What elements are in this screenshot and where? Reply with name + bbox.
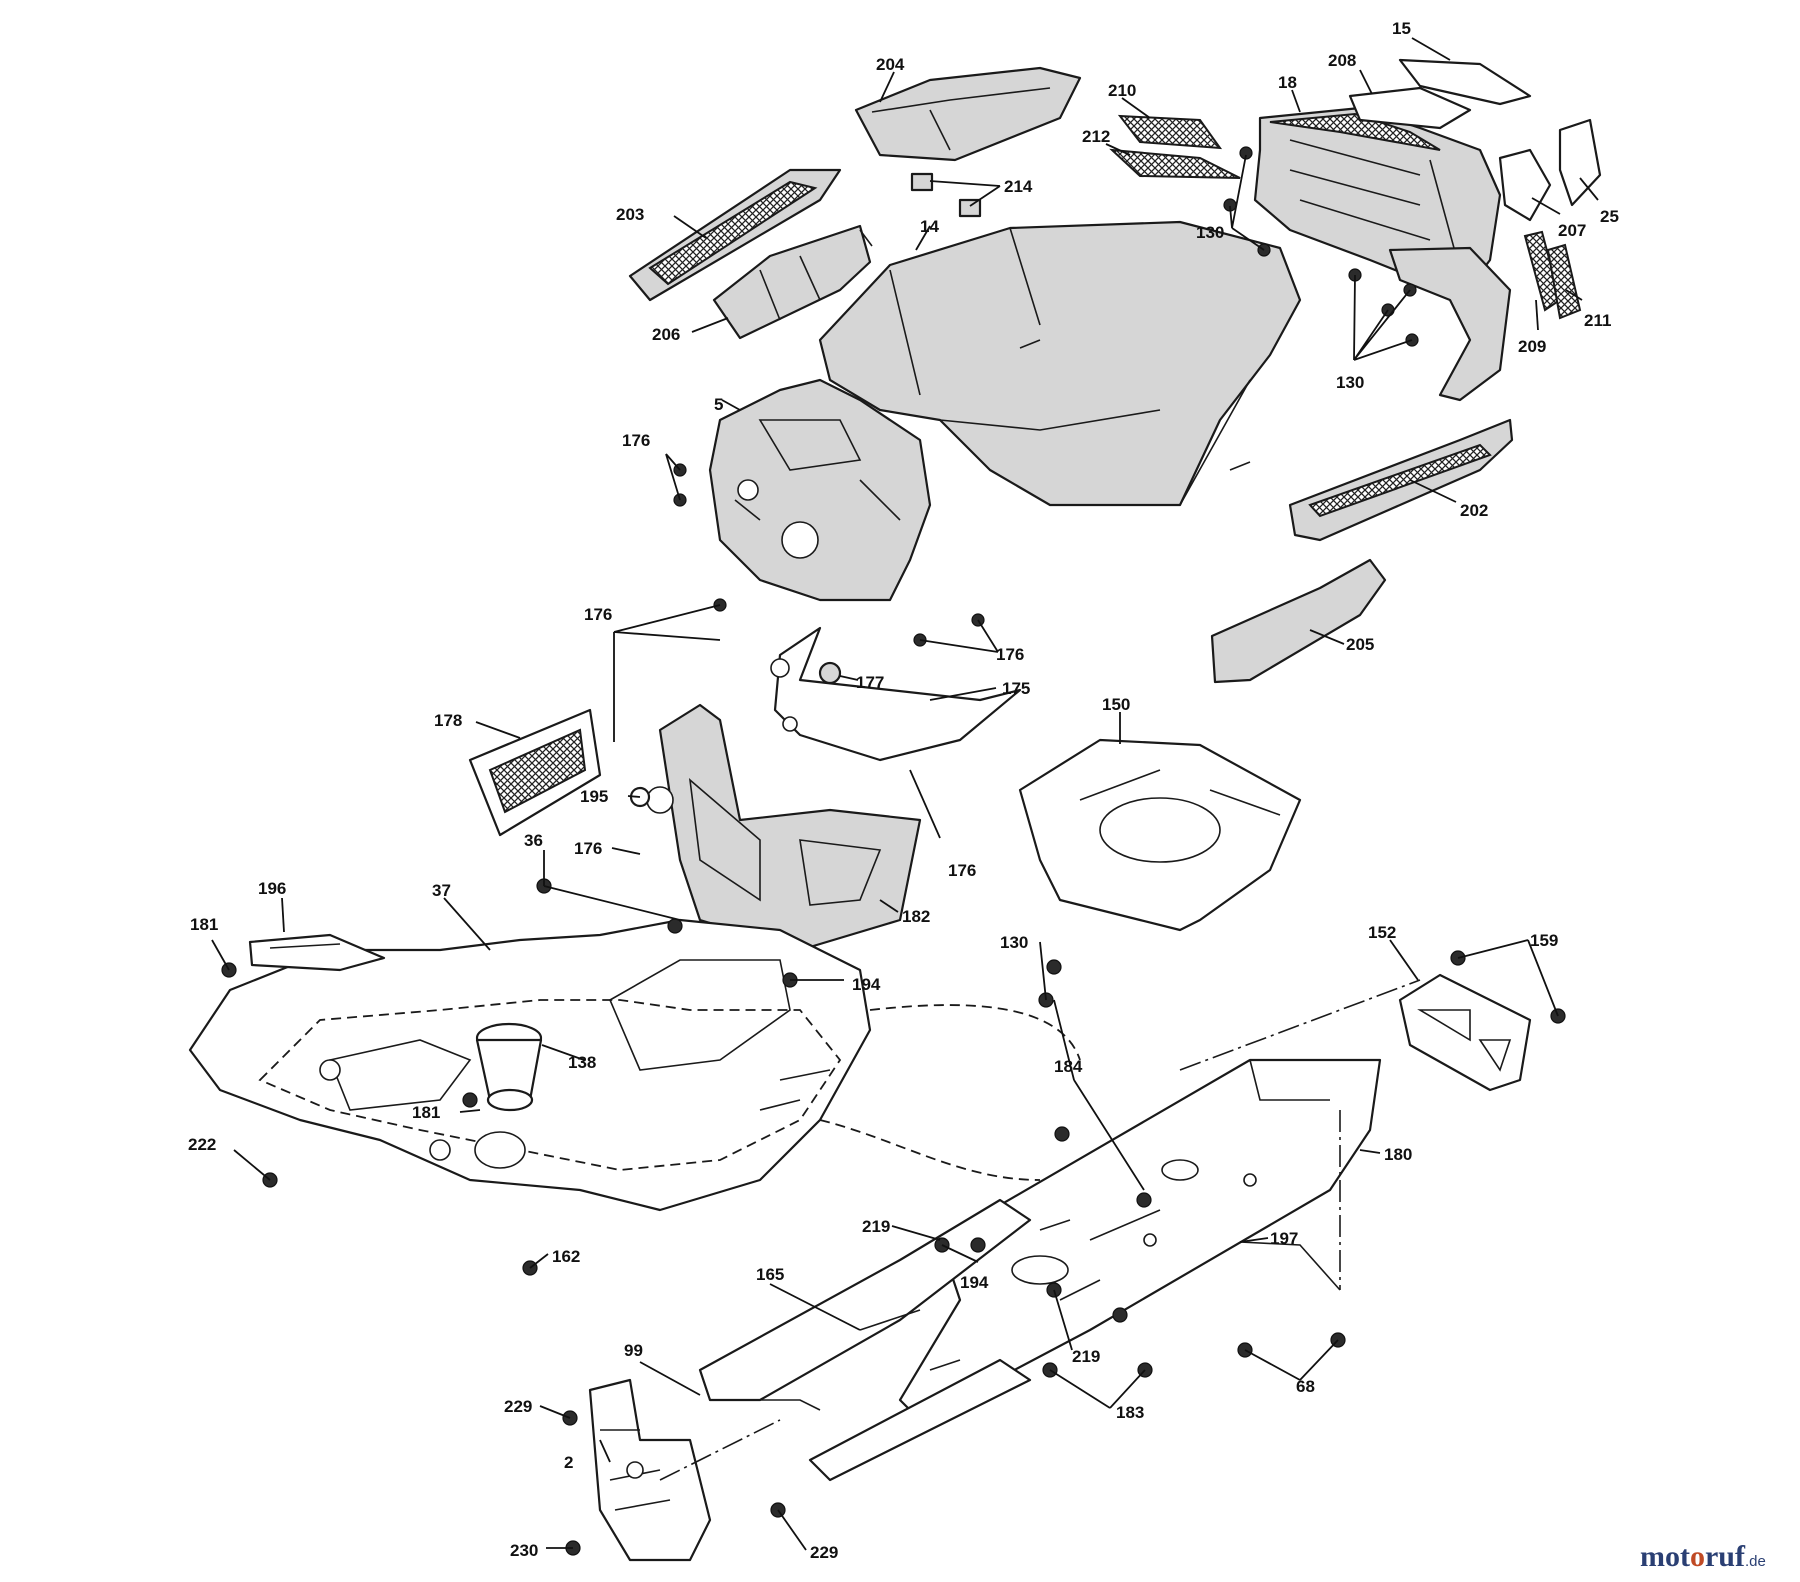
callout-204: 204 xyxy=(876,55,905,74)
watermark-name-end: ruf xyxy=(1705,1540,1746,1573)
callout-180: 180 xyxy=(1384,1145,1412,1164)
callout-176: 176 xyxy=(948,861,976,880)
watermark-name-start: mot xyxy=(1640,1540,1690,1573)
callout-184: 184 xyxy=(1054,1057,1083,1076)
rear-bracket-152 xyxy=(1398,973,1532,1092)
callout-208: 208 xyxy=(1328,51,1356,70)
callout-138: 138 xyxy=(568,1053,596,1072)
callout-194: 194 xyxy=(852,975,881,994)
callout-219: 219 xyxy=(1072,1347,1100,1366)
callout-176: 176 xyxy=(996,645,1024,664)
seat-plate-196 xyxy=(248,933,386,972)
callout-212: 212 xyxy=(1082,127,1110,146)
hood-body-14 xyxy=(818,220,1302,507)
watermark-name-o: o xyxy=(1690,1540,1705,1573)
callout-229: 229 xyxy=(810,1543,838,1562)
trim-208 xyxy=(1348,86,1472,130)
callout-162: 162 xyxy=(552,1247,580,1266)
callout-5: 5 xyxy=(714,395,723,414)
callout-203: 203 xyxy=(616,205,644,224)
callout-18: 18 xyxy=(1278,73,1297,92)
callout-222: 222 xyxy=(188,1135,216,1154)
callout-209: 209 xyxy=(1518,337,1546,356)
dash-console-5 xyxy=(708,378,932,602)
callout-leaders xyxy=(211,37,1599,1551)
callout-176: 176 xyxy=(574,839,602,858)
callout-152: 152 xyxy=(1368,923,1396,942)
dash-housing-182 xyxy=(658,703,922,952)
callout-196: 196 xyxy=(258,879,286,898)
callout-211: 211 xyxy=(1584,311,1611,330)
watermark-tld: .de xyxy=(1745,1553,1766,1570)
callout-37: 37 xyxy=(432,881,451,900)
callout-182: 182 xyxy=(902,907,930,926)
clip-177 xyxy=(818,661,842,685)
callout-230: 230 xyxy=(510,1541,538,1560)
callout-178: 178 xyxy=(434,711,462,730)
callout-159: 159 xyxy=(1530,931,1558,950)
trim-15 xyxy=(1398,58,1532,106)
callout-25: 25 xyxy=(1600,207,1619,226)
mesh-strip-210 xyxy=(1117,114,1223,150)
callout-15: 15 xyxy=(1392,19,1411,38)
callout-183: 183 xyxy=(1116,1403,1144,1422)
callout-176: 176 xyxy=(584,605,612,624)
callout-219: 219 xyxy=(862,1217,890,1236)
callout-181: 181 xyxy=(412,1103,440,1122)
callout-207: 207 xyxy=(1558,221,1586,240)
callout-214: 214 xyxy=(1004,177,1033,196)
lens-207 xyxy=(1498,148,1552,222)
callout-labels: 15 18 204 208 210 212 214 203 14 130 207… xyxy=(188,19,1619,1562)
callout-210: 210 xyxy=(1108,81,1136,100)
callout-194: 194 xyxy=(960,1273,989,1292)
svg-text:motoruf.de: motoruf.de xyxy=(1640,1540,1766,1573)
callout-195: 195 xyxy=(580,787,608,806)
callout-205: 205 xyxy=(1346,635,1374,654)
callout-202: 202 xyxy=(1460,501,1488,520)
callout-175: 175 xyxy=(1002,679,1030,698)
dash-support xyxy=(468,626,1302,952)
lens-25 xyxy=(1558,118,1602,207)
bracket-206 xyxy=(712,224,872,340)
callout-176: 176 xyxy=(622,431,650,450)
rod-99 xyxy=(720,1399,821,1411)
callout-130: 130 xyxy=(1000,933,1028,952)
callout-130: 130 xyxy=(1196,223,1224,242)
callout-177: 177 xyxy=(856,673,884,692)
callout-130: 130 xyxy=(1336,373,1364,392)
clip-214 xyxy=(910,172,934,192)
front-lower-panel xyxy=(1388,246,1512,402)
callout-165: 165 xyxy=(756,1265,784,1284)
boot-138 xyxy=(475,1022,543,1112)
callout-2: 2 xyxy=(564,1453,573,1472)
callout-206: 206 xyxy=(652,325,680,344)
callout-68: 68 xyxy=(1296,1377,1315,1396)
callout-229: 229 xyxy=(504,1397,532,1416)
hood-assembly xyxy=(628,58,1602,684)
front-bracket-2 xyxy=(588,1378,712,1562)
watermark-logo: motoruf.de xyxy=(1640,1540,1766,1573)
clip-214 xyxy=(958,198,982,218)
side-panel-205 xyxy=(1210,558,1387,684)
callout-150: 150 xyxy=(1102,695,1130,714)
side-mesh-211 xyxy=(1546,243,1582,320)
assembly-lines xyxy=(659,979,1421,1481)
callout-99: 99 xyxy=(624,1341,643,1360)
callout-36: 36 xyxy=(524,831,543,850)
callout-14: 14 xyxy=(920,217,939,236)
rod-197 xyxy=(1239,1241,1341,1291)
callout-181: 181 xyxy=(190,915,218,934)
callout-197: 197 xyxy=(1270,1229,1298,1248)
mesh-strip-212 xyxy=(1109,148,1241,179)
frame-180 xyxy=(898,1058,1382,1422)
bracket-175 xyxy=(773,626,1022,762)
